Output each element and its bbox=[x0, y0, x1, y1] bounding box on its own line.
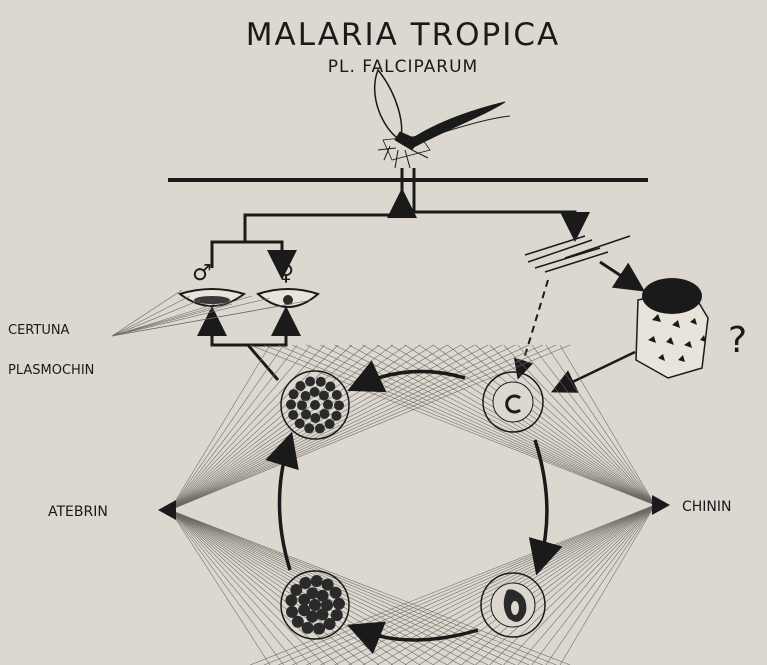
label-certuna: CERTUNA bbox=[8, 323, 70, 338]
dashed-arrow-to-ring bbox=[520, 280, 548, 372]
question-mark: ? bbox=[728, 320, 747, 361]
label-atebrin: ATEBRIN bbox=[48, 504, 108, 520]
drug-action-lattice bbox=[170, 345, 655, 665]
atebrin-source-point bbox=[158, 500, 176, 520]
svg-text:♂: ♂ bbox=[192, 261, 212, 286]
female-gametocyte: ♀ bbox=[258, 261, 318, 307]
cycle-arrow-schizont-to-rosette bbox=[279, 445, 290, 570]
liver-schizont bbox=[636, 278, 708, 378]
diagram-subtitle: PL. FALCIPARUM bbox=[328, 57, 478, 77]
diagram-title: MALARIA TROPICA bbox=[246, 17, 560, 53]
arrow-gametocytes-to-mosquito bbox=[245, 200, 402, 242]
chinin-source-point bbox=[652, 495, 670, 515]
arrow-mosquito-to-sporozoites bbox=[414, 196, 575, 230]
merozoite-rosette bbox=[281, 371, 349, 439]
label-plasmochin: PLASMOCHIN bbox=[8, 363, 94, 378]
trophozoite-stage bbox=[481, 573, 545, 637]
schizont-stage bbox=[281, 571, 349, 639]
sporozoites bbox=[525, 236, 630, 272]
label-chinin: CHININ bbox=[682, 499, 732, 515]
svg-text:♀: ♀ bbox=[278, 261, 294, 286]
mosquito-illustration bbox=[375, 70, 510, 168]
ring-stage bbox=[483, 372, 543, 432]
